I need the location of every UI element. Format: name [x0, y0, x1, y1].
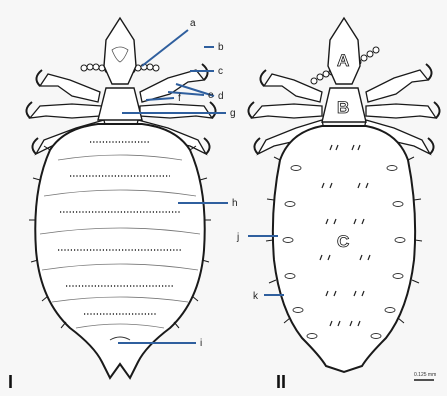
callout-j: j [236, 232, 239, 243]
head-view-1 [104, 18, 136, 84]
thorax-view-1 [98, 88, 142, 120]
scale-bar: 0.125 mm [414, 372, 436, 380]
specimen-view-2: A B C j k II 0.125 mm [236, 18, 440, 392]
region-label-thorax: B [337, 98, 349, 117]
callout-d: d [218, 91, 224, 102]
callout-b: b [218, 42, 224, 53]
callout-i: i [200, 338, 202, 349]
abdomen-view-1 [35, 124, 204, 378]
leg-left-middle [30, 104, 102, 118]
pointer-e [168, 92, 204, 95]
view-label-2: II [276, 372, 286, 392]
specimen-view-1: a b c d e f g h i I [8, 18, 238, 392]
callout-a: a [190, 18, 196, 29]
callouts-view-2: j k [236, 232, 259, 302]
callout-c: c [218, 66, 223, 77]
pointer-a [142, 30, 188, 66]
callout-k: k [253, 291, 259, 302]
view-label-1: I [8, 372, 13, 392]
region-label-head: A [337, 51, 349, 70]
callout-g: g [230, 108, 236, 119]
scale-bar-label: 0.125 mm [414, 372, 436, 378]
leg-right-middle [140, 104, 212, 118]
callout-f: f [178, 93, 181, 104]
callout-e: e [208, 90, 214, 101]
region-label-abdomen: C [337, 232, 349, 251]
callout-h: h [232, 198, 238, 209]
leg-left-front [40, 74, 100, 102]
